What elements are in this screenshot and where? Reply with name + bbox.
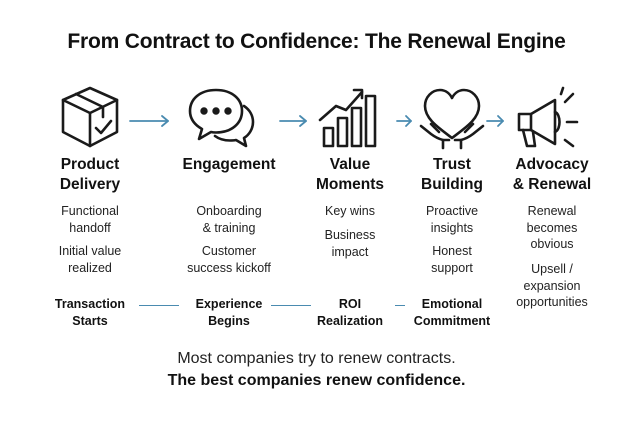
stage-title-advocacy-renewal: Advocacy& Renewal (512, 156, 592, 193)
package-check-icon (55, 84, 125, 154)
stage-description: Onboarding& training (196, 204, 262, 235)
arrow-right-icon (486, 114, 506, 127)
growth-chart-icon (318, 84, 388, 154)
arrow-right-icon (396, 114, 414, 127)
megaphone-icon (511, 84, 581, 154)
milestone-connector (139, 305, 179, 306)
heart-hands-icon (417, 84, 487, 154)
stage-title-engagement: Engagement (182, 156, 276, 173)
stage-description: Key wins (324, 204, 376, 218)
chat-bubbles-icon (186, 84, 256, 154)
arrow-right-icon (128, 114, 172, 127)
milestone-connector (271, 305, 311, 306)
page-title: From Contract to Confidence: The Renewal… (67, 30, 566, 53)
milestone-connector (395, 305, 405, 306)
footer-line-2: The best companies renew confidence. (167, 372, 466, 389)
arrow-right-icon (278, 114, 310, 127)
footer-line-1: Most companies try to renew contracts. (177, 350, 456, 367)
